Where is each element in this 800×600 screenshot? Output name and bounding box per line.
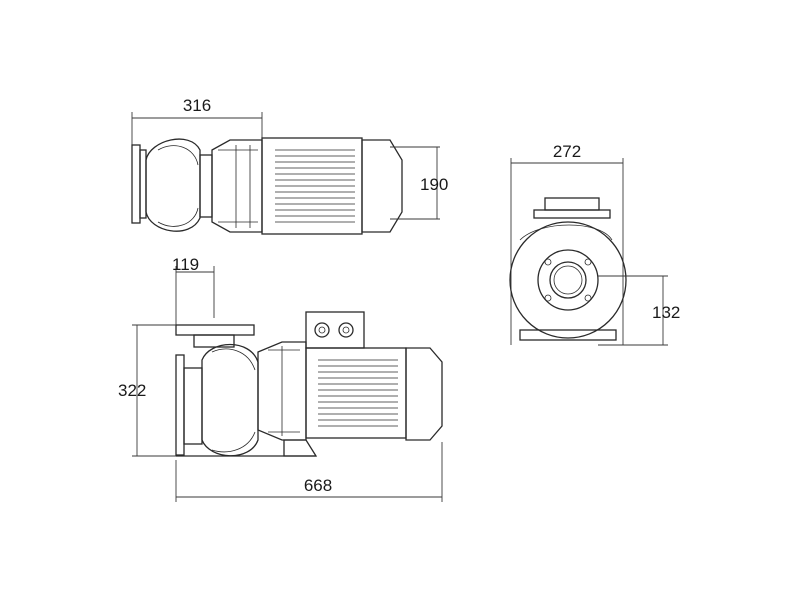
lantern	[211, 139, 263, 233]
dim-label-190: 190	[420, 175, 448, 194]
side-discharge-neck	[193, 334, 235, 348]
inlet-flange-face	[537, 249, 599, 311]
side-volute	[201, 343, 259, 457]
support-foot	[283, 439, 318, 457]
side-discharge-flange	[175, 324, 255, 336]
dim-label-132: 132	[652, 303, 680, 322]
discharge-flange-top	[544, 197, 600, 211]
discharge-flange	[533, 209, 611, 219]
side-motor-body	[305, 347, 407, 439]
end-view: 272 132	[509, 142, 680, 346]
fan-cover	[361, 139, 403, 233]
side-inlet-flange	[175, 354, 185, 456]
inlet-flange-hub	[139, 149, 147, 219]
cable-gland-1	[314, 322, 330, 338]
dim-label-316: 316	[183, 96, 211, 115]
dim-label-272: 272	[553, 142, 581, 161]
volute-casing	[145, 138, 201, 232]
end-view-base	[519, 329, 617, 341]
adapter	[199, 154, 213, 218]
dim-motor-height: 190	[390, 146, 448, 220]
dim-side-length: 668	[175, 442, 443, 502]
side-fan-cover	[405, 347, 443, 441]
dim-side-height: 322	[118, 324, 176, 457]
top-view: 316	[131, 96, 448, 235]
dim-label-322: 322	[118, 381, 146, 400]
dim-label-119: 119	[172, 255, 199, 274]
dim-top-view-length: 316	[131, 96, 263, 150]
side-inlet-neck	[183, 367, 203, 445]
inlet-flange	[131, 144, 141, 224]
dim-axis-height: 132	[598, 275, 680, 346]
volute-outline	[509, 221, 627, 339]
cable-gland-2	[338, 322, 354, 338]
dim-outlet-offset: 119	[172, 255, 215, 325]
dim-end-view-width: 272	[510, 142, 624, 345]
dim-label-668: 668	[304, 476, 332, 495]
inlet-bore	[549, 261, 587, 299]
side-view: 119	[118, 255, 443, 502]
